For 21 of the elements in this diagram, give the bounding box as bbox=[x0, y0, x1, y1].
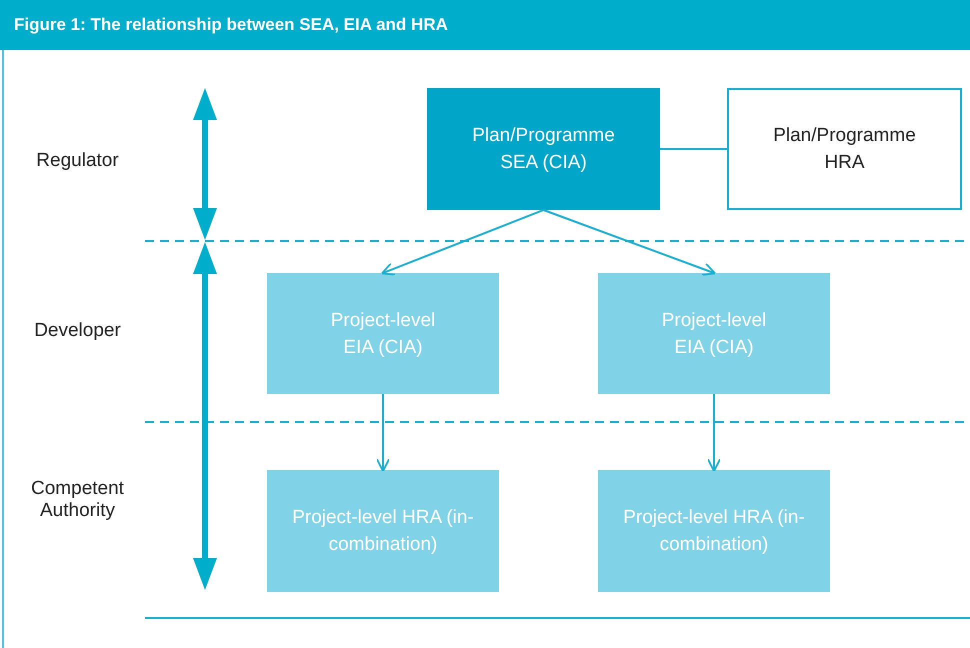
box-text: Project-level EIA (CIA) bbox=[660, 308, 768, 360]
box-text: Project-level HRA (in-combination) bbox=[291, 506, 475, 557]
arrow bbox=[707, 394, 721, 472]
process-box bbox=[267, 273, 499, 394]
figure-title: Figure 1: The relationship between SEA, EIA and HRA bbox=[14, 15, 448, 35]
role-label: Regulator bbox=[35, 150, 120, 172]
process-box bbox=[598, 273, 830, 394]
process-box bbox=[427, 88, 660, 210]
arrow bbox=[543, 209, 716, 276]
box-text: Plan/Programme HRA bbox=[772, 124, 917, 175]
process-box bbox=[267, 470, 499, 592]
box-text: Project-level HRA (in-combination) bbox=[622, 506, 806, 557]
box-text: Plan/Programme SEA (CIA) bbox=[471, 124, 616, 175]
arrow bbox=[376, 394, 390, 472]
arrow bbox=[380, 209, 544, 276]
connector-line bbox=[660, 148, 727, 150]
process-box bbox=[598, 470, 830, 592]
box-text: Project-level EIA (CIA) bbox=[330, 308, 436, 360]
role-label: Competent Authority bbox=[30, 478, 125, 522]
role-label: Developer bbox=[33, 320, 122, 342]
process-box bbox=[727, 88, 962, 210]
